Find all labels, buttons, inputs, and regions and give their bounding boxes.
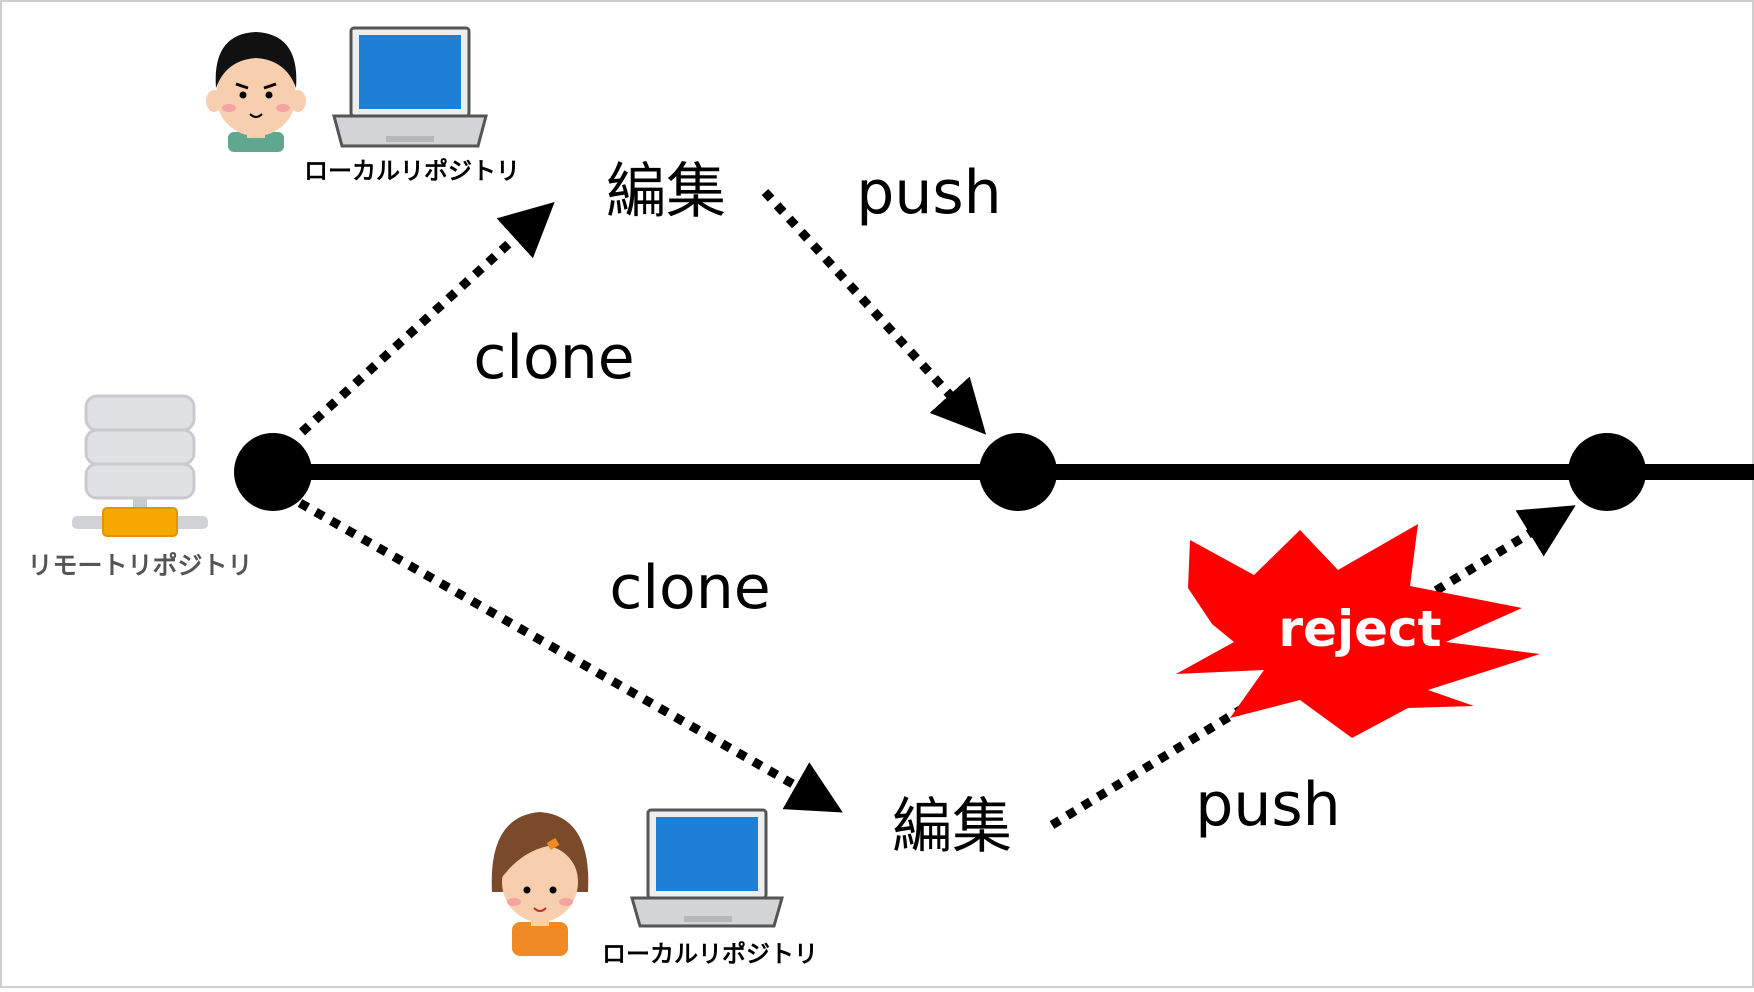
commit-node-latest xyxy=(1568,433,1646,511)
clone-label-bottom: clone xyxy=(609,553,770,623)
reject-label: reject xyxy=(1278,600,1441,658)
woman-avatar-icon xyxy=(491,812,589,956)
server-icon xyxy=(72,394,208,537)
edit-label-bottom: 編集 xyxy=(892,792,1012,862)
edit-label-top: 編集 xyxy=(606,157,726,227)
reject-burst-icon xyxy=(1176,524,1540,738)
clone-label-top: clone xyxy=(473,323,634,393)
commit-node-middle xyxy=(979,433,1057,511)
clone-arrow-bottom xyxy=(297,499,843,813)
remote-repo-label: リモートリポジトリ xyxy=(27,551,252,580)
clone-arrow-top xyxy=(298,201,555,436)
man-avatar-icon xyxy=(206,32,306,152)
laptop-icon xyxy=(630,808,784,928)
push-label-top: push xyxy=(856,158,1001,228)
local-repo-label-top: ローカルリポジトリ xyxy=(304,157,520,185)
push-label-bottom: push xyxy=(1195,770,1340,840)
commit-node-initial xyxy=(234,433,312,511)
laptop-icon xyxy=(332,26,488,148)
local-repo-label-bottom: ローカルリポジトリ xyxy=(602,940,818,968)
